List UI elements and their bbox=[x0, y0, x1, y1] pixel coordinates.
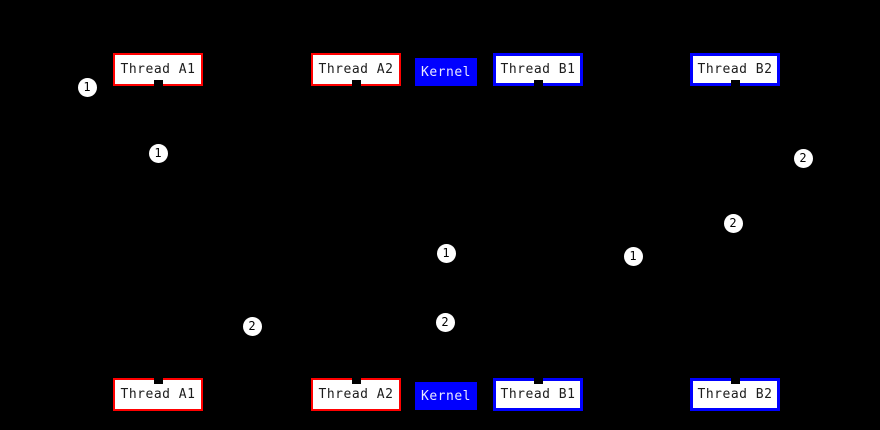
lifeline-notch-thread-a1-top bbox=[153, 80, 163, 87]
participant-box-kernel-top: Kernel bbox=[415, 58, 477, 86]
lifeline-notch-thread-a2-top bbox=[351, 80, 361, 87]
sequence-number-badge-2: 1 bbox=[148, 143, 168, 163]
sequence-number-badge-3: 2 bbox=[793, 148, 813, 168]
sequence-number-badge-7: 2 bbox=[435, 312, 455, 332]
lifeline-notch-thread-b2-bottom bbox=[730, 377, 740, 384]
sequence-number-badge-1: 1 bbox=[77, 77, 97, 97]
lifeline-notch-thread-b1-bottom bbox=[533, 377, 543, 384]
participant-box-thread-a1-bottom: Thread A1 bbox=[113, 378, 203, 411]
participant-box-thread-b1-top: Thread B1 bbox=[493, 53, 583, 86]
lifeline-notch-thread-b1-top bbox=[533, 80, 543, 87]
participant-box-kernel-bottom: Kernel bbox=[415, 382, 477, 410]
lifeline-notch-thread-b2-top bbox=[730, 80, 740, 87]
sequence-number-badge-6: 1 bbox=[623, 246, 643, 266]
lifeline-notch-thread-a1-bottom bbox=[153, 377, 163, 384]
sequence-number-badge-8: 2 bbox=[242, 316, 262, 336]
sequence-number-badge-5: 1 bbox=[436, 243, 456, 263]
lifeline-notch-thread-a2-bottom bbox=[351, 377, 361, 384]
sequence-number-badge-4: 2 bbox=[723, 213, 743, 233]
